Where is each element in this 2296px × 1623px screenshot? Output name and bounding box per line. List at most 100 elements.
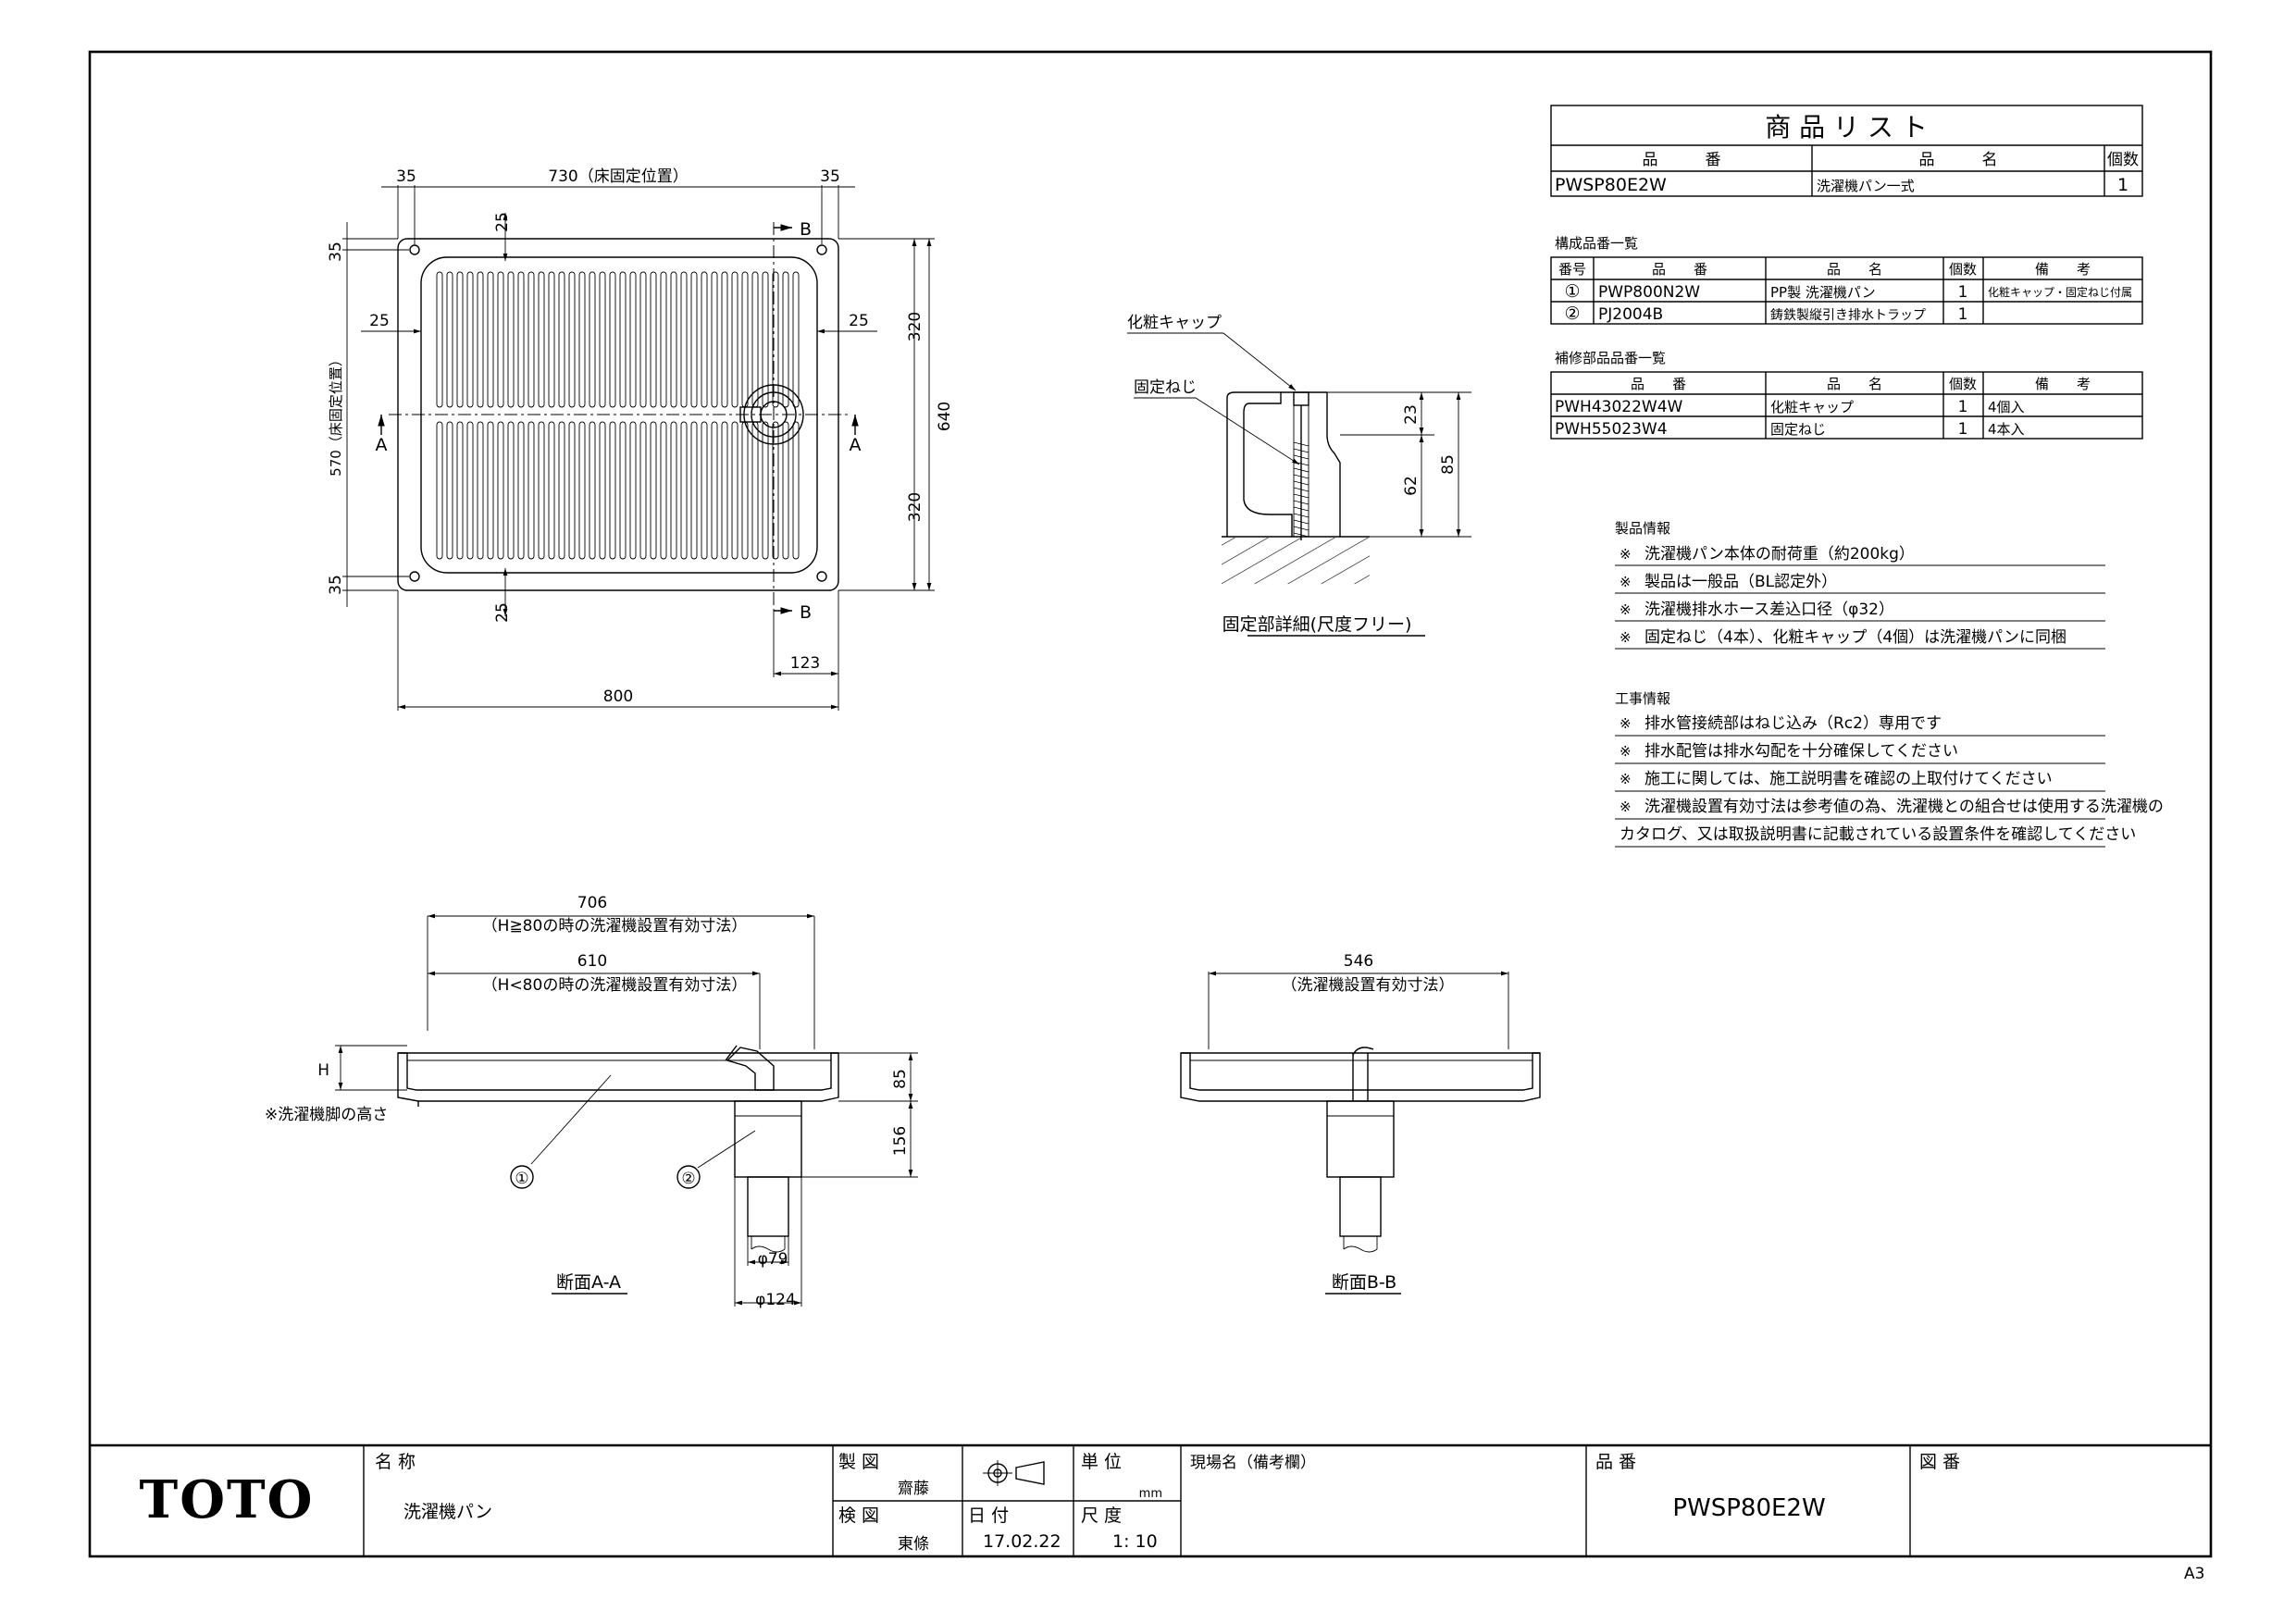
comp-header-note: 備 考 (2035, 261, 2091, 278)
product-list-title: 商 品 リ ス ト (1765, 112, 1928, 142)
rib (731, 421, 738, 560)
components-table: 構成品番一覧 番号 品 番 品 名 個数 備 考 ① PWP800N2W PP製… (1550, 235, 2143, 325)
label-h: H (317, 1061, 329, 1080)
dim-top-left: 35 (396, 167, 416, 186)
scale-label: 尺 度 (1081, 1505, 1122, 1526)
rib (599, 421, 606, 560)
dim-left-mid: 570（床固定位置） (328, 353, 344, 477)
repair-row2-note: 4本入 (1988, 421, 2025, 438)
header-qty: 個数 (2107, 151, 2139, 169)
comp-header-no: 番号 (1558, 261, 1586, 278)
rib (538, 421, 545, 560)
rib (599, 271, 606, 408)
date-label: 日 付 (968, 1505, 1009, 1526)
rib (650, 421, 657, 560)
screw-thread (1293, 441, 1309, 538)
work-info-item-1: 排水管接続部はねじ込み（Rc2）専用です (1644, 714, 1942, 733)
drain-trap-body (734, 1100, 802, 1178)
dim-inner-top: 25 (493, 212, 512, 232)
screw-bottom-right (816, 571, 827, 582)
section-mark-b-bottom: B (800, 602, 812, 623)
drain-trap-body-bb (1326, 1100, 1395, 1178)
drawn-label: 製 図 (838, 1452, 879, 1472)
thread-line (1293, 493, 1309, 499)
callout-1: ① (515, 1170, 528, 1188)
code-value: PWSP80E2W (1672, 1494, 1825, 1522)
product-name: 洗濯機パン一式 (1817, 178, 1915, 194)
rib (721, 271, 728, 408)
section-mark-a-right: A (850, 435, 862, 455)
dim-inner-right: 25 (849, 312, 869, 330)
rib (466, 421, 474, 560)
repair-header-note: 備 考 (2035, 376, 2091, 392)
fixing-detail: 化粧キャップ 固定ねじ 23 62 85 固定部詳細(尺度フリー) (1127, 314, 1471, 637)
comp-row1-name: PP製 洗濯機パン (1770, 284, 1876, 301)
rib (772, 271, 779, 408)
thread-line (1293, 474, 1309, 479)
rib (680, 421, 688, 560)
thread-line (1293, 513, 1309, 518)
rib (456, 421, 464, 560)
section-aa-caption: 断面A-A (556, 1272, 621, 1293)
plan-view: A A B B 35 730（床固定位置） 35 25 25 25 25 35 (327, 167, 954, 711)
rib (619, 271, 627, 408)
thread-line (1293, 454, 1309, 460)
dim-706: 706 (577, 894, 607, 912)
thread-line (1293, 500, 1309, 505)
rib (487, 271, 494, 408)
thread-line (1293, 487, 1309, 492)
repair-row2-qty: 1 (1958, 420, 1968, 439)
rib (507, 271, 515, 408)
repair-heading: 補修部品品番一覧 (1555, 350, 1666, 366)
pipe-break (751, 1245, 786, 1253)
rib (538, 271, 545, 408)
comp-row1-code: PWP800N2W (1598, 283, 1700, 302)
note-546: （洗濯機設置有効寸法） (1282, 976, 1455, 995)
repair-row1-code: PWH43022W4W (1555, 398, 1683, 416)
bullet-mark: ※ (1620, 715, 1632, 732)
drawn-by: 齋藤 (898, 1480, 929, 1498)
thread-line (1293, 441, 1309, 447)
tray-wall-profile-right (1326, 392, 1341, 537)
dim-23: 23 (1402, 404, 1421, 425)
pipe-break (1343, 1245, 1378, 1253)
rib (680, 271, 688, 408)
note-610: （H<80の時の洗濯機設置有効寸法） (482, 976, 748, 995)
cap (1293, 391, 1309, 406)
dim-inner-bottom: 25 (493, 602, 512, 623)
comp-row1-no: ① (1564, 281, 1580, 302)
hose-tip (725, 1045, 738, 1061)
tray-wall-profile (1226, 391, 1293, 537)
rib (548, 421, 555, 560)
rib (517, 421, 525, 560)
rib (792, 421, 800, 560)
rib (762, 421, 769, 560)
repair-row2-code: PWH55023W4 (1555, 420, 1668, 439)
label-cap: 化粧キャップ (1127, 314, 1222, 332)
components-heading: 構成品番一覧 (1555, 235, 1638, 252)
screw-top-left (409, 244, 420, 255)
title-block: TOTO 名 称 洗濯機パン 製 図 齋藤 検 図 東條 日 付 17.02.2… (90, 1443, 2211, 1556)
leader-cap (1222, 332, 1297, 391)
repair-parts-table: 補修部品品番一覧 品 番 品 名 個数 備 考 PWH43022W4W 化粧キャ… (1550, 350, 2143, 440)
bullet-mark: ※ (1620, 546, 1632, 563)
rib (711, 271, 718, 408)
rib (751, 421, 759, 560)
tray-ribs (436, 271, 800, 560)
rib (609, 421, 616, 560)
rib (507, 421, 515, 560)
rib (701, 271, 708, 408)
rib (741, 271, 749, 408)
leg-note: ※洗濯機脚の高さ (265, 1106, 388, 1124)
product-info-item-2: 製品は一般品（BL認定外） (1644, 573, 1837, 591)
rib (578, 421, 586, 560)
rib (578, 271, 586, 408)
work-info-item-2: 排水配管は排水勾配を十分確保してください (1644, 742, 1958, 761)
product-code: PWSP80E2W (1555, 175, 1667, 195)
sheet-border (88, 50, 2213, 1558)
rib (548, 271, 555, 408)
dim-546: 546 (1344, 952, 1373, 971)
dim-drain-offset: 123 (790, 654, 820, 673)
thread-line (1293, 526, 1309, 531)
